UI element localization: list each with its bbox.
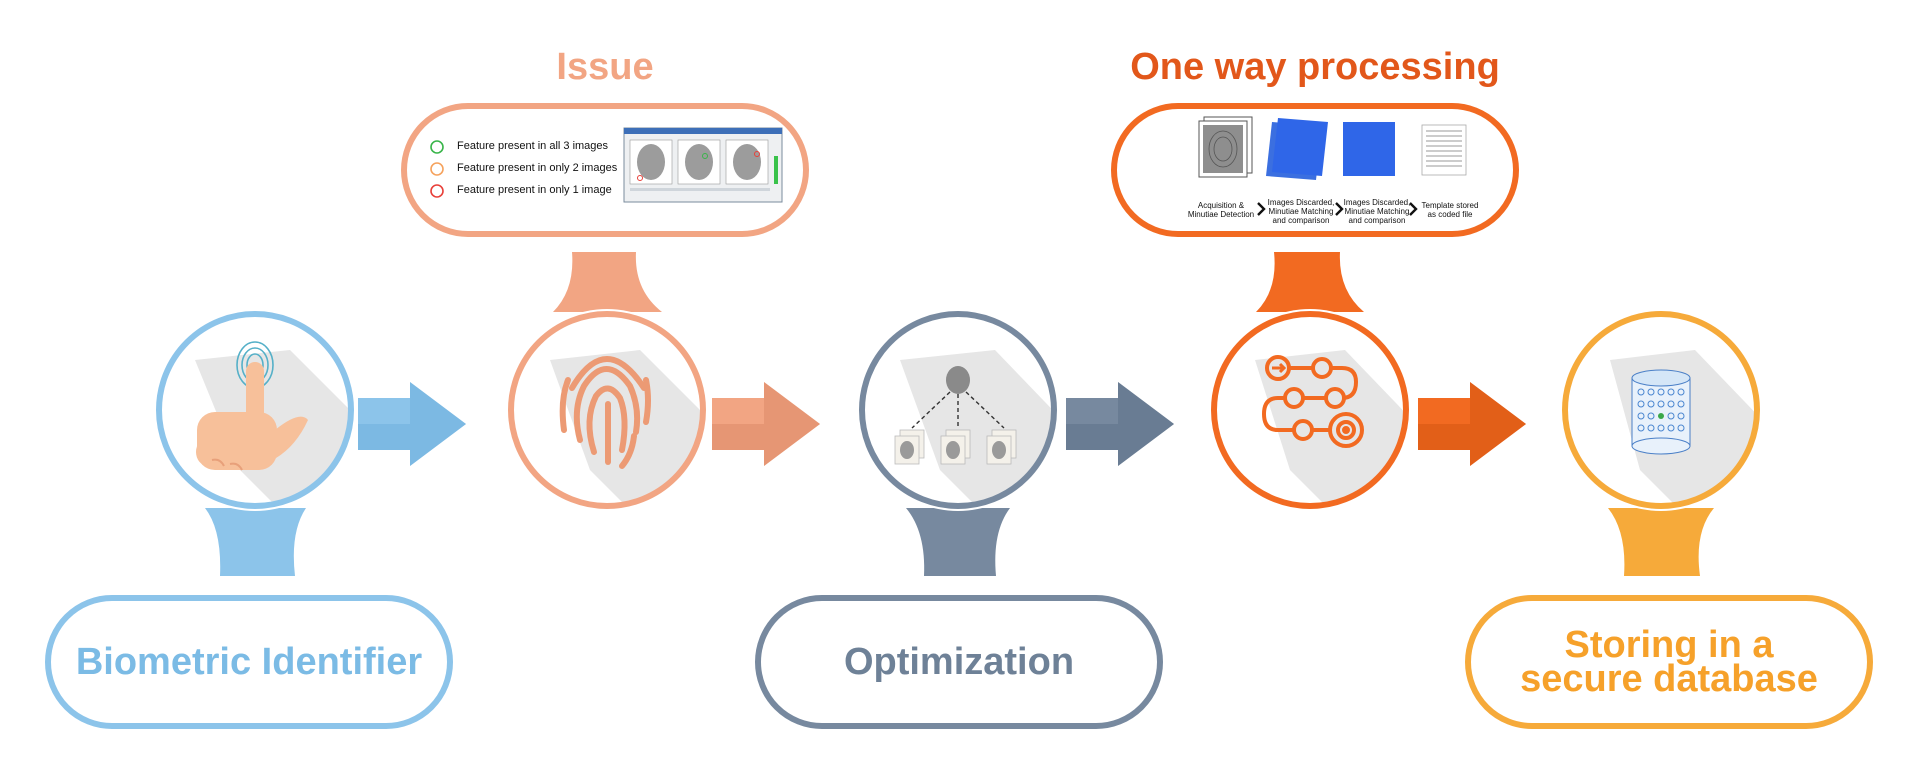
chevron-right-icon	[1409, 202, 1418, 216]
fingerprint-icon	[559, 356, 651, 469]
caption-discard-2: Images Discarded, Minutiae Matching and …	[1343, 198, 1411, 225]
circle-marker-icon	[430, 162, 444, 176]
circle-marker-icon	[430, 184, 444, 198]
acquisition-window-thumbnail	[623, 127, 783, 203]
caption-discard-1: Images Discarded, Minutiae Matching and …	[1267, 198, 1335, 225]
step-circle-biometric	[154, 309, 356, 511]
circle-marker-icon	[430, 140, 444, 154]
connector-storage	[1608, 508, 1714, 576]
connector-processing	[1256, 252, 1364, 312]
legend-markers	[430, 140, 444, 198]
right-arrow-icon	[712, 382, 820, 466]
processing-title: One way processing	[1130, 46, 1500, 88]
chevron-right-icon	[1257, 202, 1266, 216]
connector-issue	[553, 252, 662, 312]
right-arrow-icon	[358, 382, 466, 466]
step-label-biometric: Biometric Identifier	[75, 641, 423, 683]
step-circle-optimization	[857, 309, 1059, 511]
pill-storage	[1465, 595, 1873, 729]
connector-biometric	[205, 508, 306, 576]
caption-template: Template stored as coded file	[1421, 201, 1479, 219]
issue-title: Issue	[556, 46, 654, 88]
right-arrow-icon	[1066, 382, 1174, 466]
chevron-right-icon	[1335, 202, 1344, 216]
processing-stage-images	[1198, 116, 1467, 180]
legend-item-all: Feature present in all 3 images	[457, 140, 609, 152]
step-circle-storage	[1560, 309, 1762, 511]
pill-biometric	[45, 595, 453, 729]
pill-optimization	[755, 595, 1163, 729]
step-circle-processing	[1209, 309, 1411, 511]
workflow-path-icon	[1261, 355, 1364, 448]
legend-item-two: Feature present in only 2 images	[457, 162, 618, 174]
database-cylinder-icon	[1631, 369, 1691, 455]
fingerprint-tree-icon	[894, 366, 1017, 465]
caption-acquisition: Acquisition & Minutiae Detection	[1187, 201, 1255, 219]
step-label-storage: Storing in a secure database	[1520, 624, 1818, 700]
step-label-optimization: Optimization	[843, 641, 1075, 683]
right-arrow-icon	[1418, 382, 1526, 466]
legend-item-one: Feature present in only 1 image	[457, 184, 612, 196]
hand-fingerprint-icon	[196, 341, 308, 471]
step-circle-fingerprint	[506, 309, 708, 511]
connector-optimization	[906, 508, 1010, 576]
